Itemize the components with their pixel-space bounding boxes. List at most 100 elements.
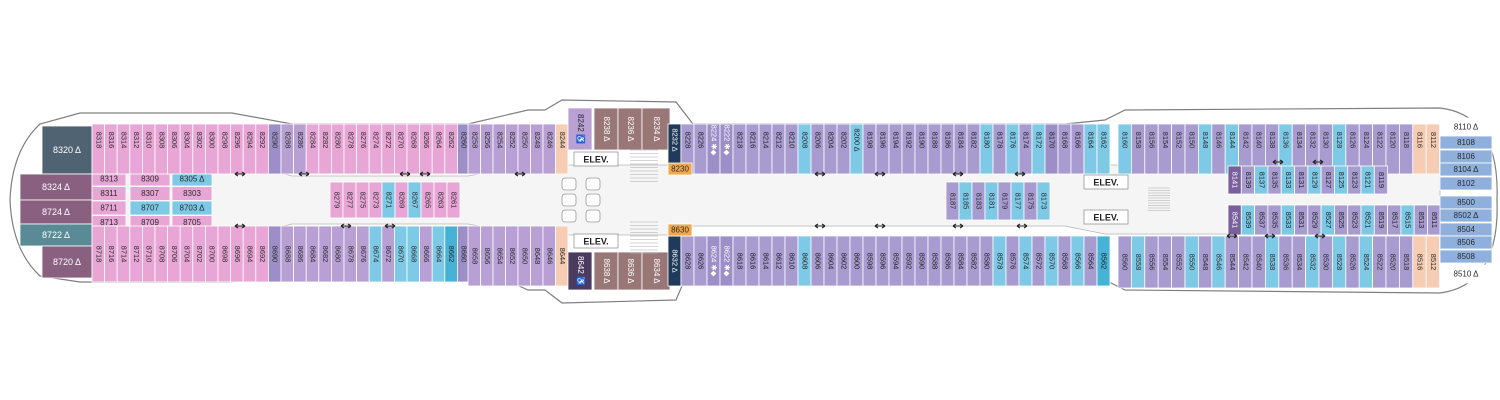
cabin[interactable]: 8592 [901, 235, 916, 287]
cabin[interactable]: 8550 [1184, 235, 1199, 289]
cabin[interactable]: 8512 [1425, 235, 1440, 289]
cabin[interactable]: 8720 Δ [41, 245, 93, 279]
cabin[interactable]: 8172 [1031, 123, 1046, 175]
cabin[interactable]: 8672 [381, 225, 395, 283]
cabin[interactable]: 8666 [419, 225, 433, 283]
cabin[interactable]: 8696 [230, 225, 244, 283]
cabin[interactable]: 8307 [129, 186, 171, 201]
cabin[interactable]: 8654 [492, 225, 506, 287]
cabin[interactable]: 8127 [1320, 165, 1335, 195]
cabin[interactable]: 8222 ✱◆ [719, 123, 734, 175]
cabin[interactable]: 8546 [1211, 235, 1226, 289]
cabin[interactable]: 8632 Δ [667, 235, 682, 287]
cabin[interactable]: 8162 [1096, 123, 1111, 175]
cabin[interactable]: 8175 [1023, 181, 1038, 221]
cabin[interactable]: 8538 [1265, 235, 1280, 289]
cabin[interactable]: 8644 [555, 225, 569, 287]
cabin[interactable]: 8622 ✱◆ [719, 235, 734, 287]
cabin[interactable]: 8252 [505, 123, 519, 175]
cabin[interactable]: 8290 [267, 123, 282, 175]
cabin[interactable]: 8170 [1044, 123, 1059, 175]
cabin[interactable]: 8582 [966, 235, 981, 287]
cabin[interactable]: 8320 Δ [41, 125, 93, 175]
cabin[interactable]: 8630 [667, 223, 693, 237]
cabin[interactable]: 8548 [1198, 235, 1213, 289]
cabin[interactable]: 8504 [1439, 222, 1493, 237]
cabin[interactable]: 8286 [293, 123, 307, 175]
cabin[interactable]: 8230 [667, 162, 693, 176]
cabin[interactable]: 8254 [492, 123, 506, 175]
cabin[interactable]: 8694 [242, 225, 257, 283]
cabin[interactable]: 8642 ♿ [567, 251, 593, 291]
cabin[interactable]: 8513 [1413, 204, 1428, 236]
cabin[interactable]: 8183 [971, 181, 986, 221]
cabin[interactable]: 8562 [1096, 235, 1111, 287]
cabin[interactable]: 8276 [356, 123, 370, 175]
cabin[interactable]: 8519 [1373, 204, 1389, 236]
cabin[interactable]: 8278 [343, 123, 358, 175]
cabin[interactable]: 8176 [1005, 123, 1020, 175]
cabin[interactable]: 8703 Δ [171, 200, 213, 216]
cabin[interactable]: 8242 ♿ [567, 107, 593, 151]
cabin[interactable]: 8500 [1439, 195, 1493, 210]
cabin[interactable]: 8508 [1439, 249, 1493, 264]
cabin[interactable]: 8680 [330, 225, 345, 283]
cabin[interactable]: 8542 [1238, 235, 1253, 289]
cabin[interactable]: 8194 [888, 123, 903, 175]
cabin[interactable]: 8174 [1018, 123, 1033, 175]
cabin[interactable]: 8106 [1439, 149, 1493, 164]
cabin[interactable]: 8311 [91, 186, 127, 201]
cabin[interactable]: 8515 [1400, 204, 1415, 236]
cabin[interactable]: 8712 [129, 225, 143, 283]
cabin[interactable]: 8598 [862, 235, 877, 287]
cabin[interactable]: 8658 [467, 225, 481, 287]
cabin[interactable]: 8606 [810, 235, 825, 287]
cabin[interactable]: 8133 [1280, 165, 1295, 195]
cabin[interactable]: 8181 [984, 181, 999, 221]
cabin[interactable]: 8192 [901, 123, 916, 175]
cabin[interactable]: 8596 [875, 235, 890, 287]
cabin[interactable]: 8139 [1240, 165, 1256, 195]
cabin[interactable]: 8300 [204, 123, 219, 175]
cabin[interactable]: 8224 ✱◆ [706, 123, 721, 175]
cabin[interactable]: 8263 [433, 181, 448, 219]
cabin[interactable]: 8158 [1131, 123, 1146, 175]
cabin[interactable]: 8568 [1057, 235, 1072, 287]
cabin[interactable]: 8208 [797, 123, 812, 175]
cabin[interactable]: 8318 [91, 123, 106, 175]
cabin[interactable]: 8584 [953, 235, 968, 287]
cabin[interactable]: 8184 [953, 123, 968, 175]
cabin[interactable]: 8108 [1439, 135, 1493, 150]
cabin[interactable]: 8104 Δ [1439, 162, 1493, 177]
cabin[interactable]: 8574 [1018, 235, 1033, 287]
cabin[interactable]: 8312 [129, 123, 143, 175]
cabin[interactable]: 8716 [104, 225, 118, 283]
cabin[interactable]: 8314 [116, 123, 131, 175]
cabin[interactable]: 8529 [1307, 204, 1322, 236]
cabin[interactable]: 8533 [1280, 204, 1295, 236]
cabin[interactable]: 8636 Δ [617, 251, 643, 291]
cabin[interactable]: 8539 [1240, 204, 1256, 236]
cabin[interactable]: 8652 [505, 225, 519, 287]
cabin[interactable]: 8628 [680, 235, 695, 287]
cabin[interactable]: 8536 [1278, 235, 1293, 289]
cabin[interactable]: 8135 [1267, 165, 1282, 195]
cabin[interactable]: 8544 [1224, 235, 1239, 289]
cabin[interactable]: 8564 [1083, 235, 1098, 287]
cabin[interactable]: 8650 [517, 225, 531, 287]
cabin[interactable]: 8600 [849, 235, 864, 287]
cabin[interactable]: 8560 [1117, 235, 1132, 289]
cabin[interactable]: 8308 [154, 123, 169, 175]
cabin[interactable]: 8270 [393, 123, 408, 175]
cabin[interactable]: 8112 [1425, 123, 1440, 175]
cabin[interactable]: 8624 ✱◆ [706, 235, 721, 287]
cabin[interactable]: 8178 [992, 123, 1007, 175]
cabin[interactable]: 8608 [797, 235, 812, 287]
cabin[interactable]: 8277 [342, 181, 357, 219]
cabin[interactable]: 8200 Δ [849, 123, 864, 175]
cabin[interactable]: 8267 [407, 181, 422, 219]
cabin[interactable]: 8530 [1318, 235, 1333, 289]
cabin[interactable]: 8516 [1412, 235, 1427, 289]
cabin[interactable]: 8708 [154, 225, 169, 283]
cabin[interactable]: 8578 [992, 235, 1007, 287]
